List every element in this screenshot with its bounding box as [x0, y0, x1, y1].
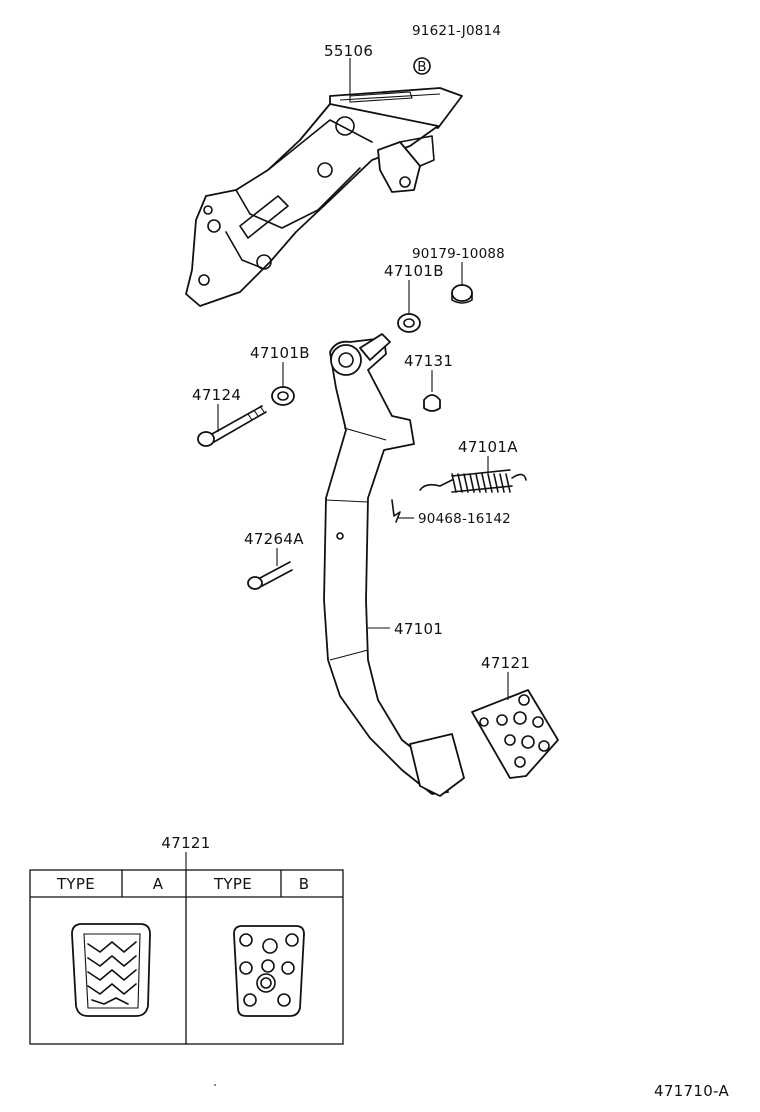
- return-spring-47101a: [419, 469, 527, 493]
- type-a-pad-illustration: [71, 923, 151, 1017]
- diagram-code: 471710-A: [654, 1082, 729, 1100]
- table-col-b-type: TYPE: [213, 875, 252, 893]
- label-47101b-upper: 47101B: [384, 262, 444, 280]
- nut-90179: [451, 284, 473, 304]
- bolt-47124: [197, 405, 267, 447]
- pin-47264a: [247, 561, 293, 590]
- clutch-pedal-arm: [323, 333, 465, 797]
- label-47121-pad: 47121: [481, 654, 530, 672]
- label-55106: 55106: [324, 42, 373, 60]
- table-col-a-value: A: [153, 875, 164, 893]
- label-47124: 47124: [192, 386, 241, 404]
- table-col-a-type: TYPE: [56, 875, 95, 893]
- bushing-47101b-upper: [397, 313, 421, 333]
- label-47264a: 47264A: [244, 530, 304, 548]
- label-47101b-left: 47101B: [250, 344, 310, 362]
- bushing-47101b-left: [271, 386, 295, 406]
- label-91621-j0814: 91621-J0814: [412, 23, 501, 39]
- table-col-b-value: B: [299, 875, 310, 893]
- mark-b-letter: B: [417, 59, 426, 75]
- stray-dot: [214, 1084, 216, 1086]
- leader-lines: [185, 58, 509, 870]
- pedal-pad-type-table: 47121 TYPE A TYPE B: [29, 834, 344, 1045]
- label-90468-16142: 90468-16142: [418, 511, 511, 527]
- mark-b-circle: B: [413, 57, 431, 75]
- label-47101a: 47101A: [458, 438, 518, 456]
- label-90179-10088: 90179-10088: [412, 246, 505, 262]
- table-part-number: 47121: [161, 834, 210, 852]
- label-47101: 47101: [394, 620, 443, 638]
- pedal-support-bracket: [185, 87, 463, 307]
- clip-90468: [391, 499, 401, 523]
- pedal-pad-47121: [471, 689, 559, 779]
- type-b-pad-illustration: [233, 925, 305, 1017]
- pedal-stopper-47131: [423, 394, 441, 412]
- label-47131: 47131: [404, 352, 453, 370]
